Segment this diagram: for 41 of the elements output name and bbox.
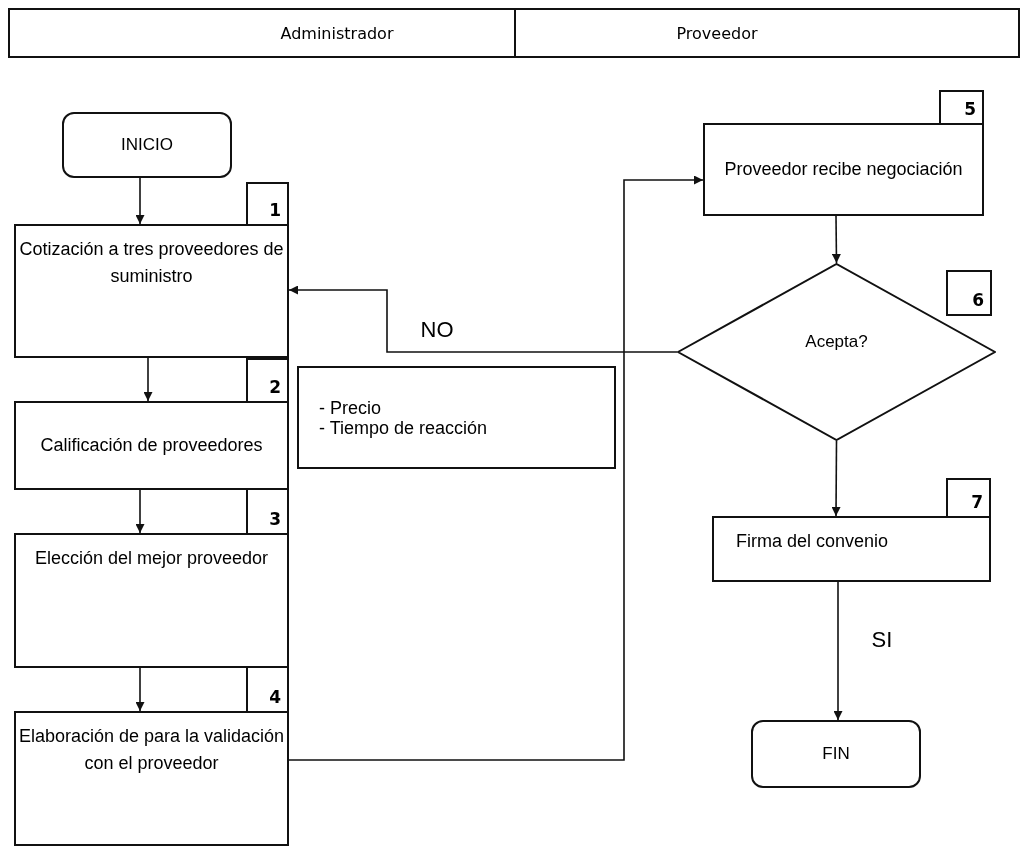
arrow: [135, 667, 145, 712]
process-label: Firma del convenio: [736, 530, 889, 553]
note-item: - Precio: [319, 397, 382, 418]
decision-diamond: [677, 263, 996, 441]
process-label: Elaboración de para la validación con el proveedor: [17, 725, 286, 775]
process-label: Elección del mejor proveedor: [34, 547, 269, 570]
arrow: [135, 177, 145, 225]
process-box: [14, 711, 289, 846]
terminal-label: INICIO: [121, 135, 173, 155]
note-item: - Tiempo de reacción: [319, 417, 489, 438]
terminal-label: FIN: [822, 744, 850, 764]
arrow: [831, 215, 841, 264]
end-terminal: [751, 720, 921, 788]
arrow: [288, 285, 678, 353]
start-terminal: [62, 112, 232, 178]
arrow: [831, 440, 841, 517]
process-box: [703, 123, 984, 216]
step-number: 1: [246, 182, 289, 226]
step-number: 6: [946, 270, 992, 316]
process-box: [14, 401, 289, 490]
lane-title: Administrador: [280, 23, 394, 43]
lane-header: [8, 8, 516, 58]
step-number: 4: [246, 666, 289, 713]
lane-header: [514, 8, 1020, 58]
process-box: [14, 533, 289, 668]
arrow: [288, 175, 704, 761]
process-box: [712, 516, 991, 582]
process-label: Cotización a tres proveedores de suministro: [18, 238, 285, 288]
step-number: 5: [939, 90, 984, 125]
arrow: [833, 581, 843, 721]
arrow: [135, 489, 145, 534]
lane-title: Proveedor: [676, 23, 758, 43]
process-box: [14, 224, 289, 358]
step-number: 3: [246, 488, 289, 535]
decision-label: Acepta?: [805, 332, 868, 352]
step-number: 7: [946, 478, 991, 518]
process-label: Calificación de proveedores: [40, 434, 263, 457]
process-label: Proveedor recibe negociación: [724, 158, 963, 181]
note-box: [297, 366, 616, 469]
arrow: [143, 357, 153, 402]
step-number: 2: [246, 358, 289, 403]
